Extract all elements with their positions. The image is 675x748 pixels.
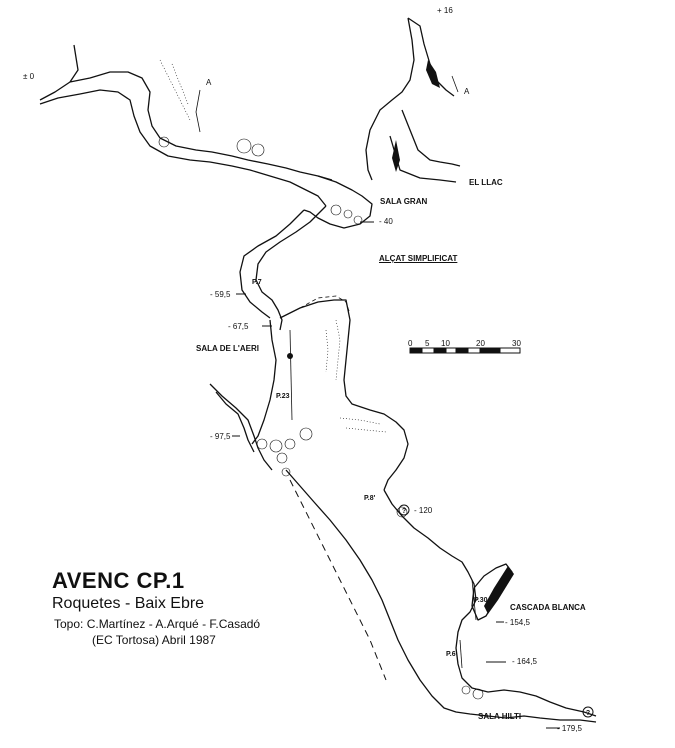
dotted-area-upper-left: [159, 59, 191, 121]
section-marker-left: A: [206, 78, 212, 87]
boulder: [256, 438, 268, 450]
unexplored-marker: [398, 504, 410, 516]
cave-outline-sala-aeri: [251, 299, 409, 491]
cave-outline-el-llac: [389, 109, 461, 183]
scale-bar: [409, 347, 521, 354]
boulder: [299, 427, 313, 441]
boulder: [284, 438, 296, 450]
depth-label-164: - 164,5: [512, 657, 537, 666]
depth-label-154: - 154,5: [505, 618, 530, 627]
dotted-area-aeri: [325, 319, 341, 381]
cave-outline-lower-left: [285, 469, 597, 723]
unexplored-marker-q: ?: [402, 508, 406, 515]
cascada-fill: [484, 566, 514, 614]
boulder: [251, 143, 265, 157]
boulder: [236, 138, 252, 154]
pitch-label-p8: P.8': [364, 495, 376, 502]
cave-outline-entrance-left-lower: [39, 89, 327, 207]
boulder: [269, 439, 283, 453]
section-marker-right: A: [464, 87, 470, 96]
survey-credits: Topo: C.Martínez - A.Arqué - F.Casadó: [54, 617, 261, 631]
boulder: [281, 467, 291, 477]
pitch-line-aeri: [289, 329, 293, 421]
hall-label-sala-hilti: SALA HILTI: [478, 712, 522, 721]
dotted-area-lower: [339, 417, 387, 433]
survey-credits-date: (EC Tortosa) Abril 1987: [92, 633, 216, 647]
boulder: [353, 215, 363, 225]
unexplored-marker-q: ?: [586, 710, 590, 717]
depth-label-top: + 16: [437, 6, 453, 15]
pitch-label-p6: P.6: [446, 651, 456, 658]
dashed-projection: [289, 479, 387, 681]
pitch-line-p6: [459, 639, 463, 669]
scale-tick-0: 0: [408, 339, 413, 348]
depth-label-120: - 120: [414, 506, 433, 515]
boulder-fill-llac: [392, 140, 400, 172]
hall-label-sala-aeri: SALA DE L'AERI: [196, 344, 259, 353]
scale-tick-10: 10: [441, 339, 450, 348]
hall-label-cascada: CASCADA BLANCA: [510, 603, 586, 612]
depth-label-40: - 40: [379, 217, 393, 226]
scale-tick-5: 5: [425, 339, 430, 348]
hall-label-el-llac: EL LLAC: [469, 178, 503, 187]
map-subtitle: Roquetes - Baix Ebre: [52, 595, 205, 612]
depth-label-zero: ± 0: [23, 72, 35, 81]
boulder: [396, 506, 408, 518]
cave-outline-descent-upper: [239, 205, 327, 331]
boulder: [461, 685, 471, 695]
cave-outline-left-branch: [209, 383, 273, 471]
pitch-label-p30: P.30: [474, 597, 488, 604]
profile-label: ALÇAT SIMPLIFICAT: [379, 254, 458, 263]
scale-tick-20: 20: [476, 339, 485, 348]
depth-label-59: - 59,5: [210, 290, 231, 299]
boulder: [276, 452, 288, 464]
depth-label-179: - 179,5: [557, 724, 582, 733]
boulder: [330, 204, 342, 216]
scale-tick-30: 30: [512, 339, 521, 348]
cave-outline-sala-gran: [303, 175, 373, 229]
depth-label-97: - 97,5: [210, 432, 231, 441]
pitch-label-p23: P.23: [276, 393, 290, 400]
boulder: [343, 209, 353, 219]
dashed-ceiling-aeri: [299, 295, 351, 315]
cave-outline-upper-shaft: [365, 17, 455, 181]
unexplored-marker: [582, 706, 594, 718]
pitch-line-p30: [471, 579, 477, 621]
hall-label-sala-gran: SALA GRAN: [380, 197, 428, 206]
boulder: [472, 688, 484, 700]
section-line-left: [195, 89, 201, 133]
boulder-fill-upper: [426, 60, 440, 88]
boulder: [158, 136, 170, 148]
aeri-point: [287, 353, 293, 359]
map-title: AVENC CP.1: [52, 568, 185, 593]
cave-outline-lower-main: [383, 489, 597, 717]
pitch-label-p7: P.7: [252, 279, 262, 286]
section-line-right: [451, 75, 459, 93]
cave-outline-entrance-left: [39, 44, 333, 181]
depth-label-67: - 67,5: [228, 322, 249, 331]
title-block: AVENC CP.1 Roquetes - Baix Ebre Topo: C.…: [52, 568, 260, 648]
